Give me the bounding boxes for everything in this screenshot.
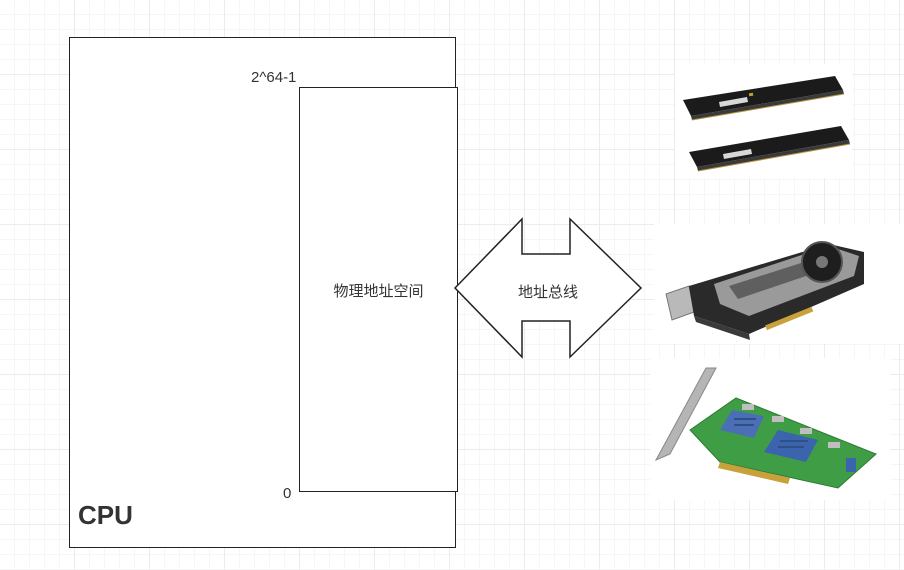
pcie-card-icon (654, 367, 877, 489)
gpu-card-icon (665, 241, 864, 340)
address-space-label: 物理地址空间 (333, 282, 424, 300)
address-bus-label: 地址总线 (517, 283, 578, 301)
sata-expansion-card-image (650, 358, 890, 500)
graphics-card-image (654, 224, 904, 344)
ram-stick-icon (683, 76, 851, 172)
address-zero-label: 0 (283, 485, 292, 502)
address-top-label: 2^64-1 (251, 69, 297, 86)
memory-modules-image (675, 64, 852, 178)
cpu-label: CPU (78, 500, 133, 530)
physical-address-space-box (299, 87, 458, 492)
address-bus-arrow (453, 217, 643, 359)
